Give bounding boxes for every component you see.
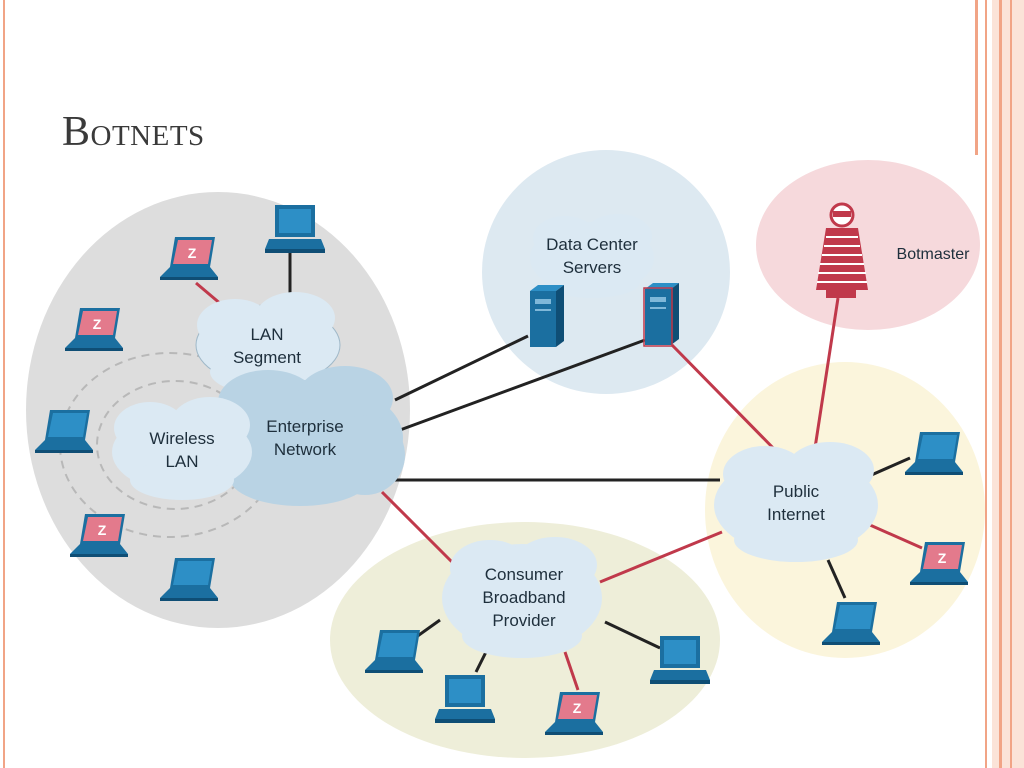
- wireless-lan-label-1: Wireless: [149, 429, 214, 448]
- link-internet-consumer: [599, 530, 723, 584]
- infected-server-icon: [643, 283, 679, 347]
- right-border-band: [992, 0, 1024, 768]
- slide-title: Botnets: [62, 109, 205, 155]
- link-internet-laptop2: [869, 523, 923, 550]
- link-consumer-laptop2: [563, 651, 580, 691]
- link-lan-laptop: [195, 281, 223, 307]
- public-internet-label-2: Internet: [767, 505, 825, 524]
- link-server2-internet: [670, 343, 782, 457]
- link-botmaster-internet: [813, 297, 840, 449]
- consumer-label-2: Broadband: [482, 588, 565, 607]
- link-enterprise-server2: [399, 338, 646, 432]
- public-internet-label-1: Public: [773, 482, 820, 501]
- botmaster-figure-icon: [816, 202, 868, 298]
- wireless-lan-cloud: Wireless LAN: [112, 397, 252, 500]
- link-internet-laptop3: [826, 559, 847, 599]
- right-border-line: [985, 0, 987, 768]
- link-enterprise-server1: [394, 334, 529, 402]
- consumer-label-1: Consumer: [485, 565, 564, 584]
- right-border-stripe-1: [999, 0, 1002, 768]
- data-center-cloud: Data Center Servers: [530, 214, 654, 298]
- left-border-line: [3, 0, 5, 768]
- public-internet-cloud: Public Internet: [714, 442, 878, 562]
- link-enterprise-consumer: [380, 490, 464, 574]
- right-border-line-inner: [975, 0, 978, 155]
- link-consumer-desktop2: [604, 620, 661, 650]
- botmaster-label: Botmaster: [897, 246, 971, 263]
- lan-segment-label-2: Segment: [233, 348, 301, 367]
- right-border-stripe-2: [1010, 0, 1012, 768]
- server-icon: [530, 285, 564, 347]
- data-center-label-1: Data Center: [546, 235, 638, 254]
- consumer-broadband-cloud: Consumer Broadband Provider: [442, 537, 602, 658]
- data-center-label-2: Servers: [563, 258, 622, 277]
- enterprise-label-1: Enterprise: [266, 417, 343, 436]
- consumer-label-3: Provider: [492, 611, 556, 630]
- botmaster-zone: [756, 160, 980, 330]
- wireless-lan-label-2: LAN: [165, 452, 198, 471]
- lan-segment-label-1: LAN: [250, 325, 283, 344]
- enterprise-label-2: Network: [274, 440, 337, 459]
